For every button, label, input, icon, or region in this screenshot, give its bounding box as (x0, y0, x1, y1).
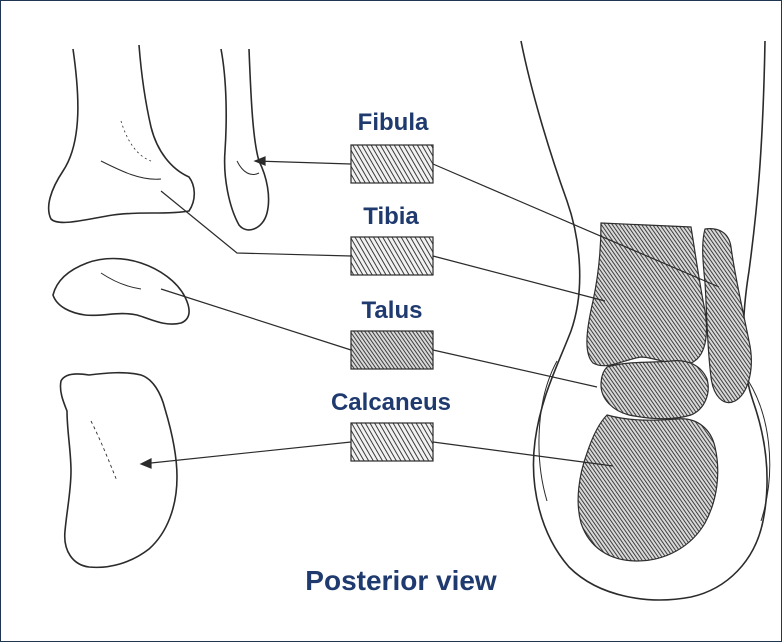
fibula-drawing (221, 49, 269, 230)
label-calcaneus: Calcaneus (331, 389, 451, 417)
tibia-hatched (587, 223, 707, 366)
label-fibula: Fibula (358, 109, 429, 137)
calcaneus-hatched (578, 415, 718, 561)
tibia-swatch (351, 237, 433, 275)
talus-swatch (351, 331, 433, 369)
tibia-drawing (49, 45, 195, 222)
caption-posterior-view: Posterior view (305, 565, 496, 597)
label-tibia: Tibia (363, 203, 419, 231)
label-talus: Talus (362, 297, 423, 325)
fibula-hatched (703, 229, 752, 403)
fibula-swatch (351, 145, 433, 183)
calcaneus-swatch (351, 423, 433, 461)
calcaneus-drawing (60, 373, 177, 568)
talus-hatched (601, 361, 708, 419)
hatched-bones (578, 223, 751, 561)
